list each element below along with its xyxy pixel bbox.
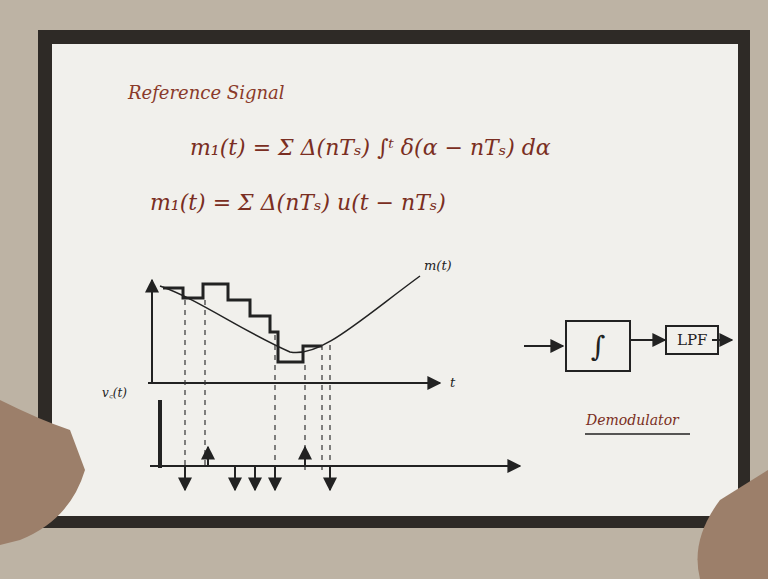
- card: [52, 44, 738, 516]
- heading: Reference Signal: [128, 82, 285, 103]
- sample-lines: [185, 300, 330, 470]
- signal-name: m(t): [424, 258, 452, 273]
- axis-label: t: [450, 375, 455, 390]
- card-frame: [38, 30, 750, 528]
- block-label: LPF: [677, 331, 707, 349]
- signal-name: v꜀(t): [102, 384, 127, 401]
- upper-plot: [148, 276, 440, 384]
- equation: m₁(t) = Σ Δ(nTₛ) ∫ᵗ δ(α − nTₛ) dα: [190, 135, 551, 160]
- process-box: ∫: [565, 320, 631, 372]
- hand: [698, 470, 768, 579]
- process-box: LPF: [665, 325, 719, 355]
- hand: [0, 400, 85, 545]
- impulse-plot: [150, 400, 520, 490]
- signal-connector: [631, 339, 665, 341]
- block-title: Demodulator: [586, 412, 679, 428]
- equation: m₁(t) = Σ Δ(nTₛ) u(t − nTₛ): [150, 190, 446, 215]
- block-label: ∫: [591, 330, 606, 363]
